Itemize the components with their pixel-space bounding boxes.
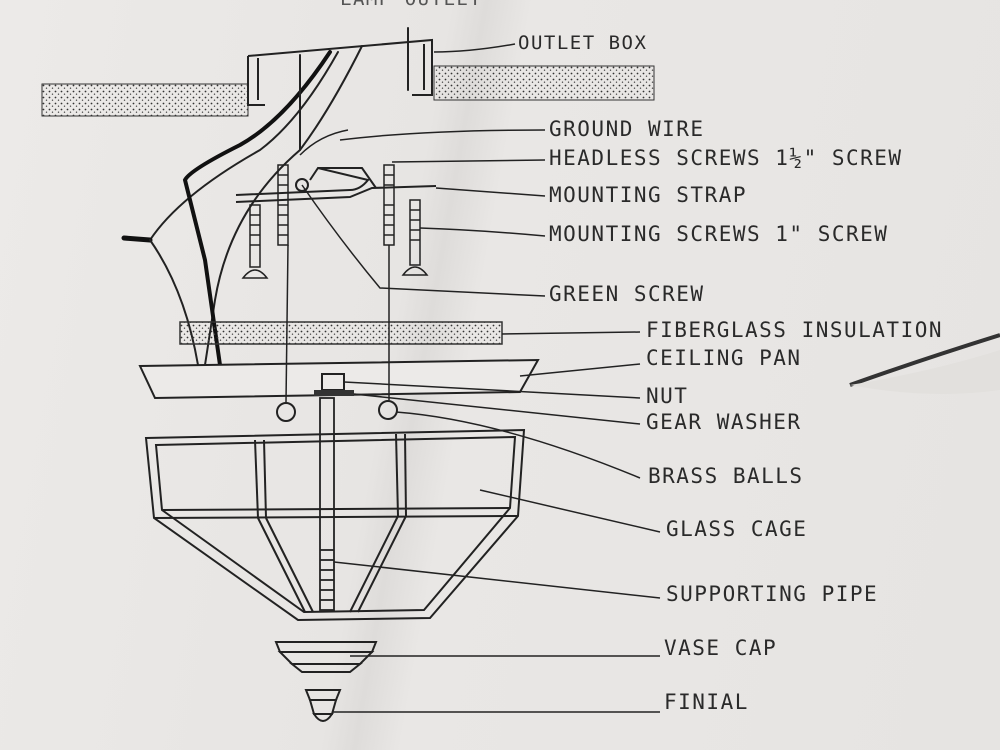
- label-brass-balls: BRASS BALLS: [648, 464, 804, 488]
- leader-lines: [301, 43, 661, 713]
- finial-shape: [304, 689, 342, 722]
- label-outlet-box: OUTLET BOX: [518, 32, 648, 54]
- label-vase-cap: VASE CAP: [664, 636, 778, 660]
- brass-ball-right: [378, 400, 398, 420]
- label-finial: FINIAL: [664, 690, 749, 714]
- label-glass-cage: GLASS CAGE: [666, 517, 808, 541]
- label-mounting-screws: MOUNTING SCREWS 1" SCREW: [549, 222, 889, 246]
- label-gear-washer: GEAR WASHER: [646, 410, 802, 434]
- label-headless-screws: HEADLESS SCREWS 1½" SCREW: [549, 146, 903, 170]
- label-mounting-strap: MOUNTING STRAP: [549, 183, 748, 207]
- label-ground-wire: GROUND WIRE: [549, 117, 705, 141]
- wires: [121, 27, 409, 367]
- supporting-pipe-shape: [319, 397, 335, 611]
- glass-cage-shape: [144, 428, 526, 622]
- headless-screws-shape: [277, 164, 395, 246]
- green-screw-shape: [295, 178, 309, 192]
- outlet-box-shape: [247, 38, 433, 106]
- fiberglass-insulation-shape: [179, 321, 503, 345]
- label-ceiling-pan: CEILING PAN: [646, 346, 802, 370]
- paper-tear-shadow: [850, 350, 1000, 394]
- label-fiberglass-insulation: FIBERGLASS INSULATION: [646, 318, 944, 342]
- label-supporting-pipe: SUPPORTING PIPE: [666, 582, 879, 606]
- gear-washer-shape: [314, 390, 354, 396]
- vase-cap-shape: [274, 641, 378, 673]
- label-green-screw: GREEN SCREW: [549, 282, 705, 306]
- mounting-screws-shape: [241, 199, 429, 279]
- brass-ball-left: [276, 402, 296, 422]
- label-nut: NUT: [646, 384, 689, 408]
- ball-cord-left: [285, 244, 289, 403]
- ceiling-joist-right: [433, 65, 655, 101]
- ground-wire-shape: [299, 129, 349, 156]
- ceiling-joist-left: [41, 83, 249, 117]
- mounting-strap-shape: [235, 166, 437, 203]
- paper-tear: [849, 333, 1000, 387]
- top-cut-text: LAMP OUTLET: [340, 0, 482, 10]
